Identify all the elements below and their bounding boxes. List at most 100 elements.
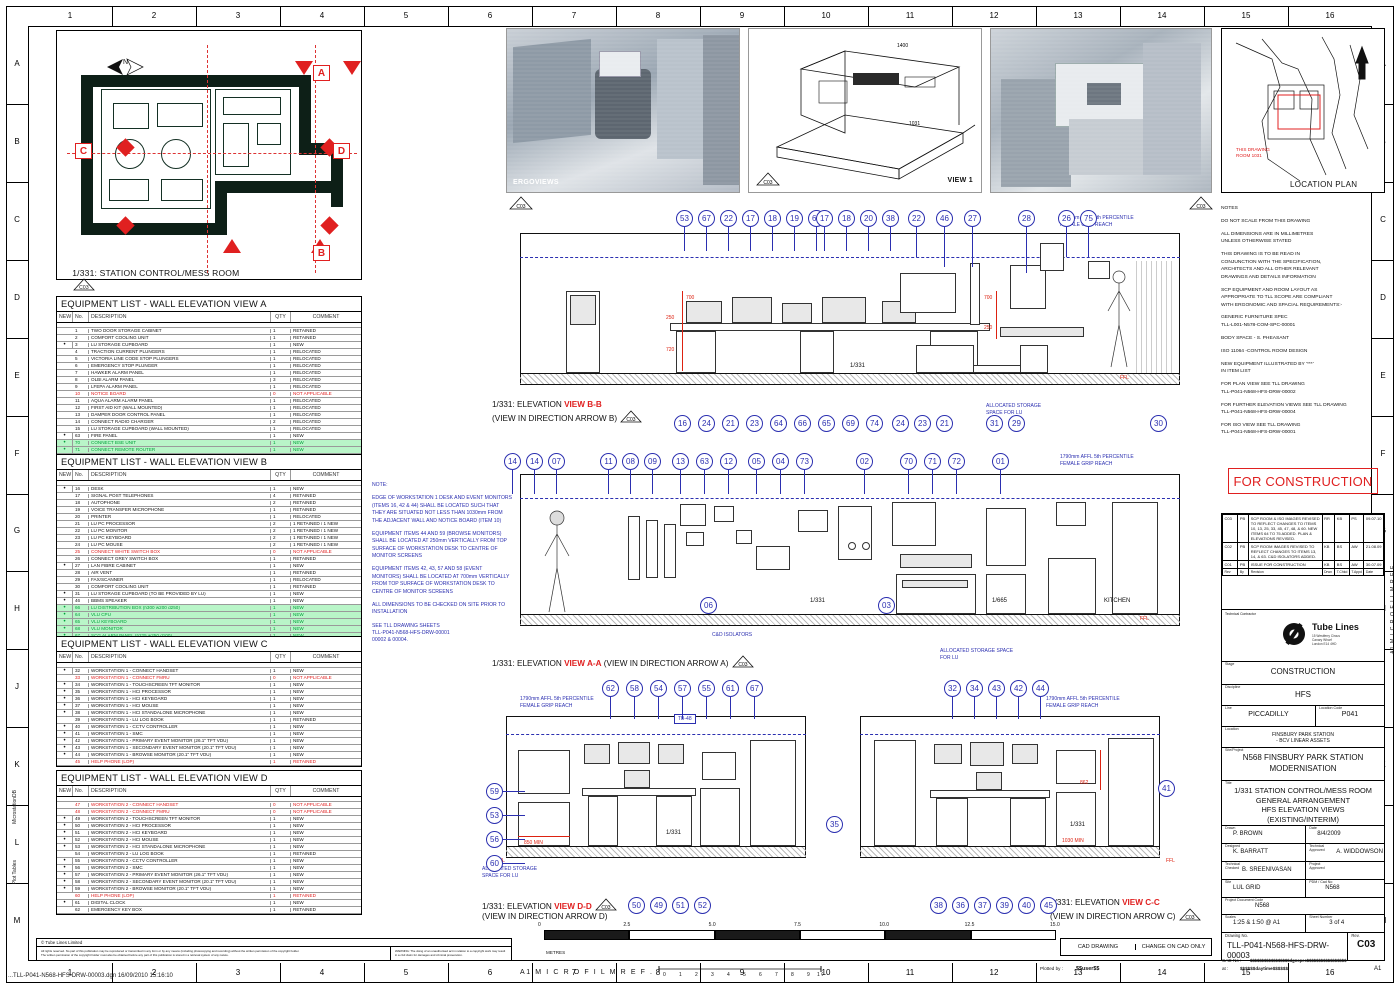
svg-text:9: 9: [807, 972, 811, 977]
balloon-bb-top-18: 18: [764, 210, 781, 227]
copyright-text: All rights reserved. No part of this pub…: [37, 947, 391, 960]
cell: 1: [271, 893, 291, 899]
cell: 1: [271, 363, 291, 369]
leader-line: [512, 470, 513, 494]
cell: NEW: [293, 689, 304, 694]
ruler-tick-col-16: 16: [1325, 968, 1335, 977]
right-note-paragraph: ISO 11064 -CONTROL ROOM DESIGN: [1221, 348, 1308, 354]
drawing-title-label: Title: [1225, 781, 1232, 785]
cell: 1: [271, 342, 291, 348]
cell: 1: [271, 598, 291, 604]
balloon-bb-bot-66: 66: [794, 415, 811, 432]
leader-line: [630, 470, 631, 494]
cell: •: [57, 872, 73, 878]
cell: •: [57, 598, 73, 604]
cell: BBMS SPEAKER: [89, 598, 271, 604]
cell: 1: [271, 612, 291, 618]
balloon-aa-top-01: 01: [992, 453, 1009, 470]
col-header: NEW: [59, 786, 73, 796]
mid-notes-block: NOTE:EDGE OF WORKSTATION 1 DESK AND EVEN…: [372, 482, 512, 651]
ruler-div: [196, 6, 197, 26]
rev-label: Rev.: [1351, 933, 1360, 938]
cell: NEW: [293, 433, 304, 438]
leader-line: [1000, 470, 1001, 494]
cell: 18: [73, 500, 89, 506]
cell: 55: [73, 858, 89, 864]
cell: 1: [271, 591, 291, 597]
cell: •: [57, 844, 73, 850]
right-note-paragraph: FOR PLAN VIEW SEE TLL DRAWING TLL-P041-N…: [1221, 382, 1305, 395]
balloon-aa-top-71: 71: [924, 453, 941, 470]
right-note-paragraph: DO NOT SCALE FROM THIS DRAWING: [1221, 218, 1311, 224]
revision-cell: C01: [1221, 560, 1239, 569]
cell: 1: [271, 514, 291, 520]
cell: NOT APPLICABLE: [293, 675, 332, 680]
cell: 1: [271, 907, 291, 913]
ruler-tick-col-16: 16: [1325, 11, 1335, 20]
elev-aa-kitchen-label: KITCHEN: [1104, 598, 1131, 604]
ruler-tick-col-12: 12: [989, 968, 999, 977]
photo-ergoviews: ERGOVIEWS: [506, 28, 740, 193]
svg-text:10: 10: [817, 972, 823, 977]
cell: AIR VENT: [89, 570, 271, 576]
col-header: No.: [73, 312, 89, 322]
photo2-rev-tag-icon: C03: [756, 172, 780, 186]
balloon-cc-top-43: 43: [988, 680, 1005, 697]
ruler-tick-col-8: 8: [655, 11, 661, 20]
cell: VLU CPU: [89, 612, 271, 618]
elev-cc-caption-view: VIEW C-C: [1122, 898, 1160, 907]
ruler-div: [1288, 963, 1289, 983]
cell: 53: [73, 844, 89, 850]
scale-bar-tick: 10.0: [879, 922, 890, 928]
cell: 6: [73, 363, 89, 369]
cell: FIRE PANEL: [89, 433, 271, 439]
cell: HELP PHONE (LOP): [89, 893, 271, 899]
cell: WORKSTATION 2 - TOUCHSCREEN TFT MONITOR: [89, 816, 271, 822]
svg-text:8: 8: [791, 972, 795, 977]
balloon-bb-bot-21: 21: [936, 415, 953, 432]
svg-text:7: 7: [775, 972, 779, 977]
cell: NEW: [293, 731, 304, 736]
cell: 1 RETAINED / 1 NEW: [293, 542, 339, 547]
mid-note-paragraph: ALL DIMENSIONS TO BE CHECKED ON SITE PRI…: [372, 601, 506, 616]
revision-cell: SCP ROOM IMAGES REVISED TO REFLECT CHANG…: [1248, 542, 1323, 561]
balloon-bb-top-53: 53: [676, 210, 693, 227]
cell: 3: [271, 377, 291, 383]
cell: 1: [271, 731, 291, 737]
ruler-tick-col-14: 14: [1157, 968, 1167, 977]
ruler-tick-row-C: C: [14, 214, 20, 224]
cell: 62: [73, 907, 89, 913]
leader-line: [756, 470, 757, 494]
cell: 1: [271, 619, 291, 625]
cell: NEW: [293, 816, 304, 821]
cell: WORKSTATION 1 - HCI KEYBOARD: [89, 696, 271, 702]
cell: 65: [73, 619, 89, 625]
svg-text:1031: 1031: [909, 121, 920, 127]
revision-col-header: T.Appd: [1348, 567, 1365, 577]
elev-aa-storage-note: ALLOCATED STORAGE SPACE FOR LU: [940, 648, 1014, 661]
svg-text:2: 2: [695, 972, 699, 977]
stage-value: CONSTRUCTION: [1270, 666, 1336, 676]
cell: NOT APPLICABLE: [293, 391, 332, 396]
cell: 63: [73, 433, 89, 439]
cell: NEW: [293, 752, 304, 757]
cell: 1: [271, 703, 291, 709]
project-doc-code-value: N568: [1255, 902, 1270, 909]
cell: NEW: [293, 447, 304, 452]
cell: •: [57, 837, 73, 843]
cell: 1: [271, 605, 291, 611]
at-value: $$$$$$daytime$$$$$$: [1240, 966, 1289, 971]
